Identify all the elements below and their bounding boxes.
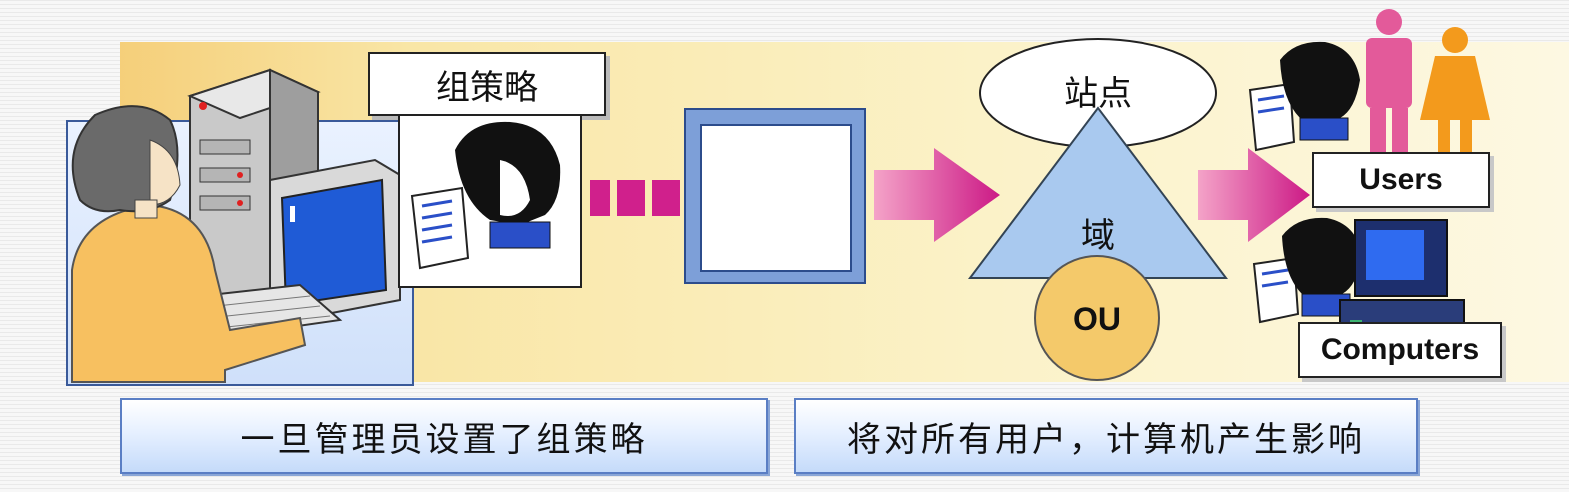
admin-person-icon [71, 105, 307, 383]
computers-label: Computers [1298, 322, 1502, 378]
windows-box [684, 108, 866, 284]
users-label: Users [1312, 152, 1490, 208]
site-label: 站点 [1064, 74, 1132, 114]
ou-label: OU [1073, 301, 1121, 337]
policy-scroll-icon [1248, 82, 1300, 324]
arrow-right-icon [1198, 148, 1310, 242]
caption-left: 一旦管理员设置了组策略 [120, 398, 768, 474]
ou-circle [1034, 255, 1160, 381]
policy-scroll-icon [410, 186, 470, 270]
domain-label: 域 [1081, 216, 1115, 256]
user-head-icon [1280, 41, 1362, 317]
user-female-icon [1420, 27, 1490, 172]
user-head-icon [455, 121, 561, 249]
caption-right: 将对所有用户，计算机产生影响 [794, 398, 1418, 474]
monitor-icon [269, 158, 401, 322]
computer-icon [1339, 219, 1465, 337]
group-policy-label: 组策略 [368, 52, 606, 116]
arrow-right-icon [874, 148, 1000, 242]
